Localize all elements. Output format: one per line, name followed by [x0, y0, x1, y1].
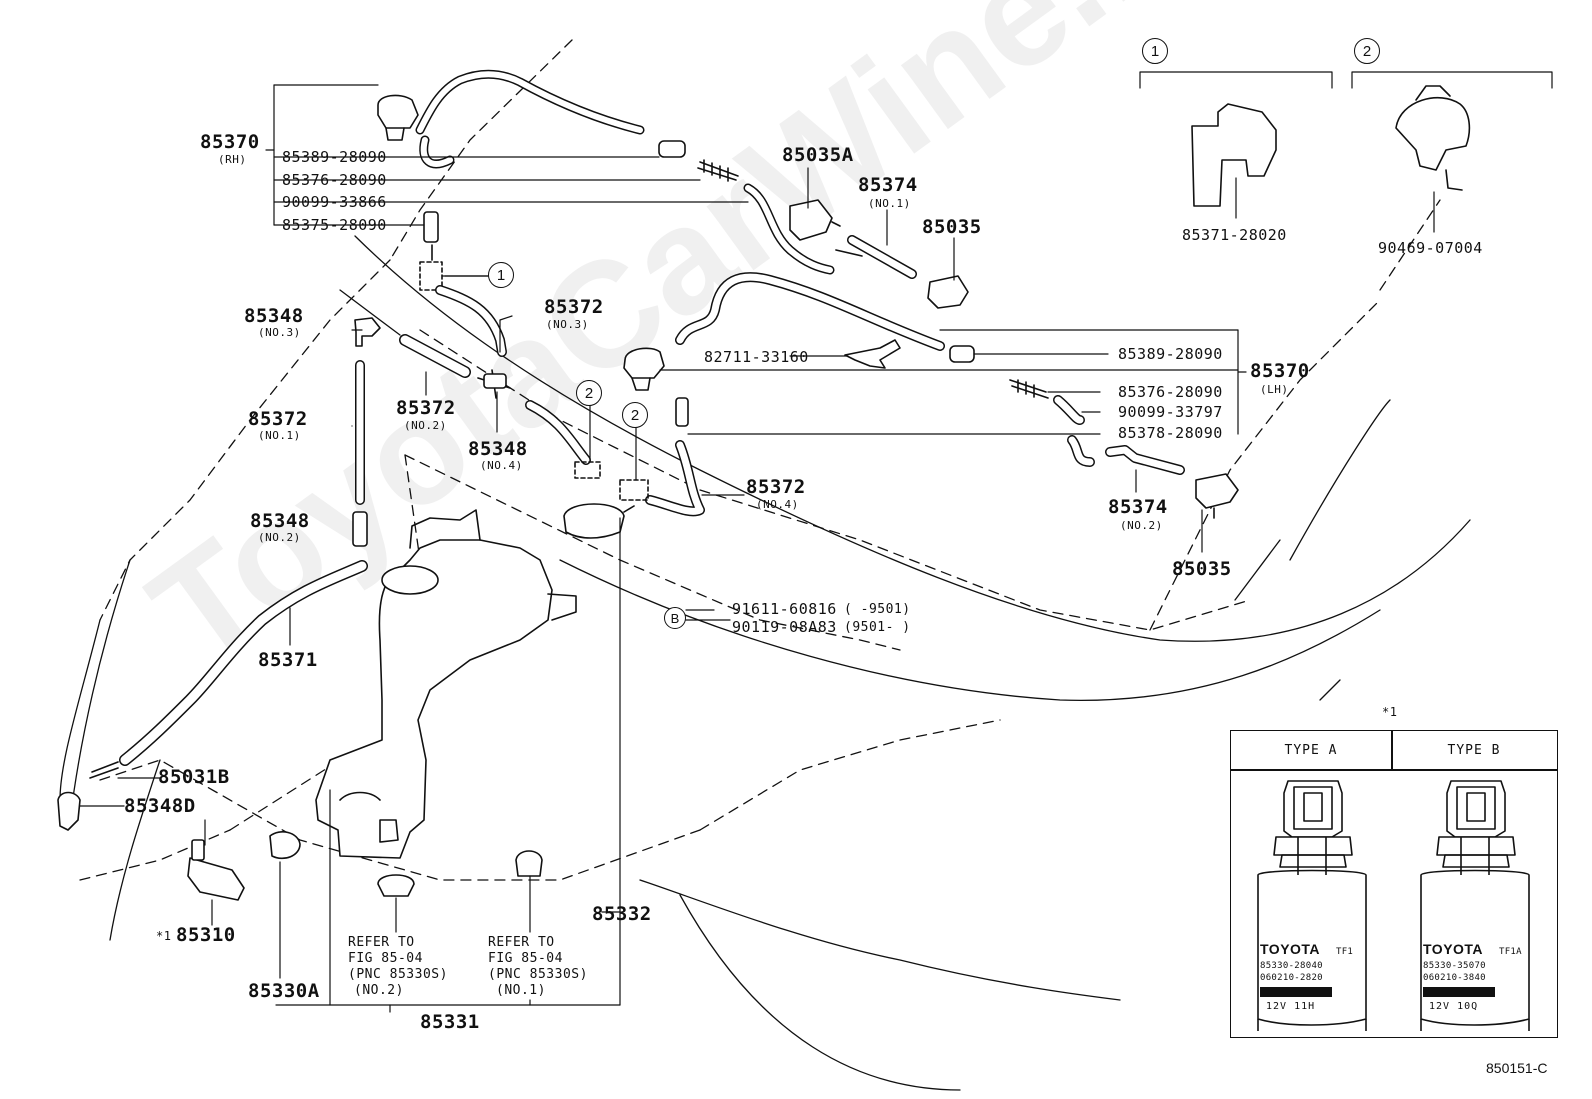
pump-b-model: TF1A — [1499, 947, 1522, 957]
detail-callout-1[interactable]: 1 — [1142, 38, 1168, 64]
refer-right-line-3: (PNC 85330S) — [488, 967, 588, 982]
label-85370-lh-side: (LH) — [1260, 383, 1289, 396]
pump-b-voltage: 12V 10Q — [1429, 1001, 1479, 1012]
label-85372-no3[interactable]: 85372 — [544, 296, 604, 318]
nozzle-rh — [377, 94, 419, 141]
label-85374-no2[interactable]: 85374 — [1108, 496, 1168, 518]
label-85348-no4[interactable]: 85348 — [468, 438, 528, 460]
callout-2-right[interactable]: 2 — [622, 402, 648, 428]
label-85374-no1-sub: (NO.1) — [868, 197, 911, 210]
label-90469-07004[interactable]: 90469-07004 — [1378, 239, 1483, 257]
label-85372-no2[interactable]: 85372 — [396, 397, 456, 419]
inset-divider-horizontal — [1231, 769, 1557, 771]
refer-left-line-4: (NO.2) — [354, 983, 404, 998]
pump-type-a[interactable]: TOYOTA TF1 85330-28040 060210-2820 12V 1… — [1236, 775, 1386, 1033]
pump-a-voltage: 12V 11H — [1266, 1001, 1316, 1012]
label-85372-no1[interactable]: 85372 — [248, 408, 308, 430]
label-90119-08a83[interactable]: 90119-08A83 — [732, 618, 837, 636]
pump-b-line2: 060210-3840 — [1423, 973, 1486, 983]
label-85374-no2-sub: (NO.2) — [1120, 519, 1163, 532]
refer-left-line-2: FIG 85-04 — [348, 951, 423, 966]
label-85310[interactable]: 85310 — [176, 924, 236, 946]
figure-number: 850151-C — [1486, 1060, 1548, 1076]
leader-lines — [79, 71, 1553, 1013]
label-85372-no3-sub: (NO.3) — [546, 318, 589, 331]
label-91611-60816[interactable]: 91611-60816 — [732, 600, 837, 618]
refer-left-line-3: (PNC 85330S) — [348, 967, 448, 982]
label-85348-no3-sub: (NO.3) — [258, 326, 301, 339]
refer-right-line-2: FIG 85-04 — [488, 951, 563, 966]
label-82711-33160[interactable]: 82711-33160 — [704, 348, 809, 366]
pump-b-brand: TOYOTA — [1423, 941, 1484, 957]
label-85375-28090[interactable]: 85375-28090 — [282, 216, 387, 234]
label-85348d[interactable]: 85348D — [124, 795, 196, 817]
label-85035-top[interactable]: 85035 — [922, 216, 982, 238]
callout-1[interactable]: 1 — [488, 262, 514, 288]
label-85370-rh[interactable]: 85370 — [200, 131, 260, 153]
label-85348-no4-sub: (NO.4) — [480, 459, 523, 472]
label-85370-lh[interactable]: 85370 — [1250, 360, 1310, 382]
label-90119-range: (9501- ) — [844, 620, 911, 635]
clip-85371-28020 — [1191, 103, 1277, 207]
label-85370-rh-side: (RH) — [218, 153, 247, 166]
label-85372-no1-sub: (NO.1) — [258, 429, 301, 442]
label-85374-no1[interactable]: 85374 — [858, 174, 918, 196]
pump-a-line2: 060210-2820 — [1260, 973, 1323, 983]
inset-divider-vertical — [1391, 731, 1393, 769]
detail-callout-2[interactable]: 2 — [1354, 38, 1380, 64]
refer-right-line-1: REFER TO — [488, 935, 555, 950]
clip-90469 — [1395, 85, 1471, 191]
reservoir — [315, 509, 577, 859]
label-85378-28090[interactable]: 85378-28090 — [1118, 424, 1223, 442]
pump-type-b[interactable]: TOYOTA TF1A 85330-35070 060210-3840 12V … — [1399, 775, 1549, 1033]
type-a-header: TYPE A — [1284, 742, 1338, 758]
label-85035-bottom[interactable]: 85035 — [1172, 558, 1232, 580]
label-85371-28020[interactable]: 85371-28020 — [1182, 226, 1287, 244]
label-85389-28090-rh[interactable]: 85389-28090 — [282, 148, 387, 166]
label-85372-no4-sub: (NO.4) — [756, 498, 799, 511]
pump-b-line1: 85330-35070 — [1423, 961, 1486, 971]
label-90099-33866[interactable]: 90099-33866 — [282, 193, 387, 211]
pump-a-brand: TOYOTA — [1260, 941, 1321, 957]
label-85031b[interactable]: 85031B — [158, 766, 230, 788]
pump-a-line1: 85330-28040 — [1260, 961, 1323, 971]
label-90099-33797[interactable]: 90099-33797 — [1118, 403, 1223, 421]
label-85331[interactable]: 85331 — [420, 1011, 480, 1033]
pump-type-b-drawing — [1420, 780, 1530, 1031]
label-85376-28090-lh[interactable]: 85376-28090 — [1118, 383, 1223, 401]
label-85389-28090-lh[interactable]: 85389-28090 — [1118, 345, 1223, 363]
label-85371[interactable]: 85371 — [258, 649, 318, 671]
callout-2-left[interactable]: 2 — [576, 380, 602, 406]
label-91611-range: ( -9501) — [844, 602, 911, 617]
label-85035a[interactable]: 85035A — [782, 144, 854, 166]
type-b-header: TYPE B — [1447, 742, 1501, 758]
inset-star: *1 — [1382, 705, 1398, 719]
label-85376-28090-rh[interactable]: 85376-28090 — [282, 171, 387, 189]
label-85372-no4[interactable]: 85372 — [746, 476, 806, 498]
label-85348-no3[interactable]: 85348 — [244, 305, 304, 327]
refer-left-line-1: REFER TO — [348, 935, 415, 950]
pump-type-inset: TYPE A TYPE B TOYOTA TF1 85330-28 — [1230, 730, 1558, 1038]
label-85330a[interactable]: 85330A — [248, 980, 320, 1002]
pump-a-model: TF1 — [1336, 947, 1354, 957]
pump-type-a-drawing — [1257, 780, 1367, 1031]
label-star-1: *1 — [156, 929, 172, 943]
callout-bolt-b[interactable]: B — [664, 607, 686, 629]
hose-top — [415, 69, 645, 169]
label-85372-no2-sub: (NO.2) — [404, 419, 447, 432]
label-85348-no2-sub: (NO.2) — [258, 531, 301, 544]
label-85332[interactable]: 85332 — [592, 903, 652, 925]
refer-right-line-4: (NO.1) — [496, 983, 546, 998]
body-solid — [59, 235, 1471, 1091]
label-85348-no2[interactable]: 85348 — [250, 510, 310, 532]
